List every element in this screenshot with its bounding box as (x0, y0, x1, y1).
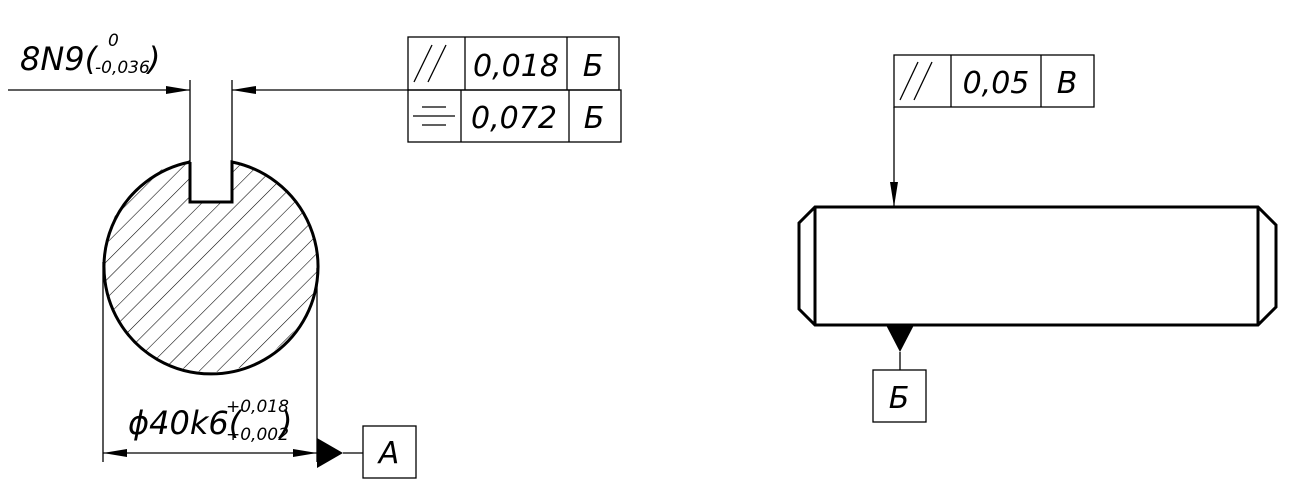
shaft-side-view (797, 205, 1278, 327)
slot-upper-deviation: 0 (108, 31, 119, 51)
diameter-upper-deviation: +0,018 (226, 397, 289, 417)
diameter-close-paren: ) (278, 404, 292, 442)
slot-nominal: 8N9( (20, 40, 99, 78)
shaft-cross-section (102, 158, 320, 376)
section-outline (102, 160, 320, 376)
datum-b-label: Б (889, 381, 910, 416)
symmetry-icon (413, 106, 455, 126)
diameter-dimension-text: ϕ40k6( +0,018 +0,002 ) (128, 397, 292, 445)
tolerance-value-2: 0,072 (471, 101, 557, 136)
tolerance-datum-3: В (1057, 66, 1078, 101)
leader-arrow (890, 107, 898, 207)
slot-lower-deviation: -0,036 (95, 58, 150, 78)
datum-a-triangle (317, 438, 343, 468)
diameter-lower-deviation: +0,002 (226, 425, 289, 445)
slot-dimension-text: 8N9( 0 -0,036 ) (20, 31, 160, 78)
datum-b: Б (872, 325, 927, 423)
parallelism-icon (413, 44, 447, 83)
datum-a-label: A (377, 436, 400, 471)
slot-close-paren: ) (146, 40, 160, 78)
tolerance-value-3: 0,05 (963, 66, 1030, 101)
tolerance-frame-parallelism-left: 0,018 Б (407, 36, 620, 91)
tolerance-frame-parallelism-right: 0,05 В (893, 54, 1095, 108)
diameter-dimension-line (103, 449, 317, 457)
tolerance-frame-symmetry-left: 0,072 Б (407, 89, 622, 143)
slot-dimension-line (8, 86, 409, 94)
tolerance-datum-2: Б (584, 101, 605, 136)
diameter-nominal: ϕ40k6( (128, 404, 243, 442)
section-hatching (103, 158, 317, 372)
parallelism-icon (899, 61, 933, 101)
datum-b-triangle (886, 325, 914, 352)
datum-a: A (317, 425, 417, 479)
tolerance-value-1: 0,018 (473, 49, 559, 84)
tolerance-datum-1: Б (583, 49, 604, 84)
